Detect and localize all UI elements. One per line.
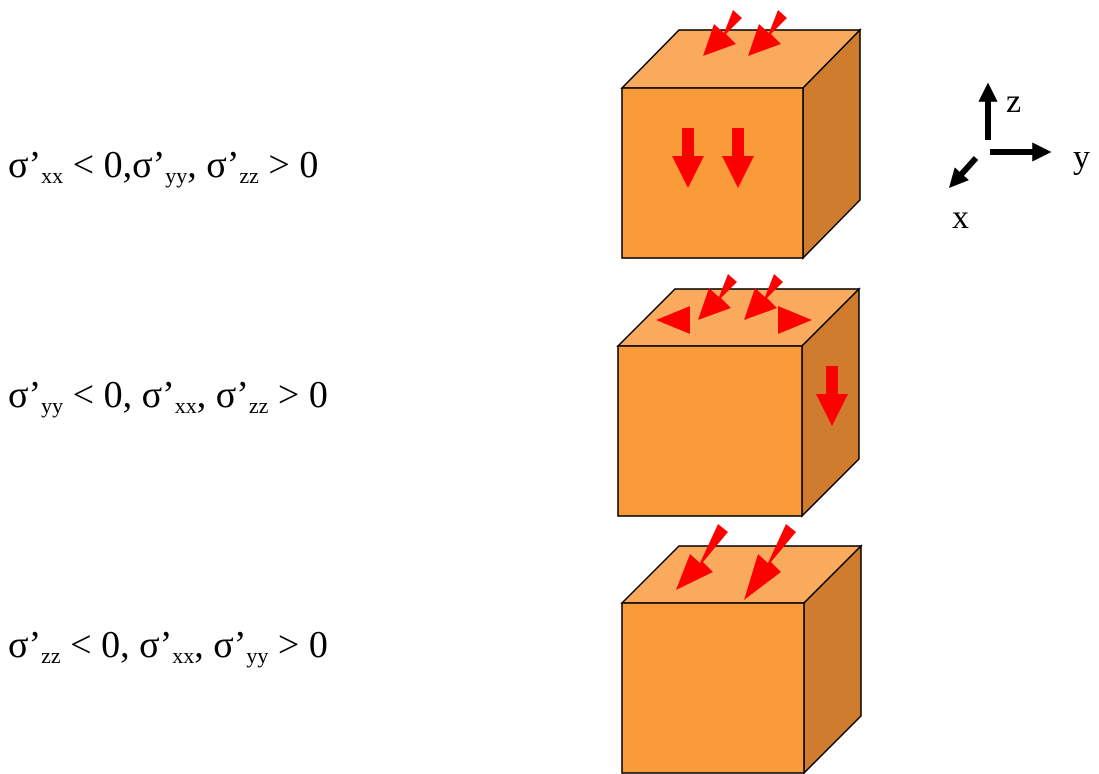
cube-1 [620,28,862,260]
cube-3 [620,544,863,774]
cube-1-top-arrow-right [748,10,787,56]
cube-1-front-arrow-right [722,128,754,188]
cube-1-front [621,87,804,259]
cube-3-arrows [676,524,796,600]
condition-yy-compression: σ’yy < 0, σ’xx, σ’zz > 0 [8,374,328,418]
cube-2-side-arrow-down [816,366,848,426]
cube-2-top-arrow-diag-left [698,274,737,320]
cube-1-front-arrow-left [672,128,704,188]
cube-2-top-arrow-left-pointing [656,306,690,334]
cube-2-top-arrow-right-pointing [778,306,812,334]
cube-2 [616,287,861,518]
cube-1-top-arrow-left [703,10,742,56]
condition-xx-compression: σ’xx < 0,σ’yy, σ’zz > 0 [8,144,319,188]
condition-zz-compression: σ’zz < 0, σ’xx, σ’yy > 0 [8,624,328,668]
cube-3-arrow-diag-right [744,524,796,600]
z-axis-label: z [1006,83,1021,120]
y-axis-label: y [1073,139,1090,176]
cube-1-arrows [672,10,787,188]
cube-3-front [621,602,805,774]
cube-2-arrows [656,274,848,426]
coordinate-axes [949,82,1052,188]
cube-2-top-arrow-diag-right [744,274,783,320]
x-axis-label: x [952,199,969,236]
cube-2-front [617,345,803,517]
cube-3-arrow-diag-left [676,524,728,590]
x-axis-arrow [949,155,979,188]
